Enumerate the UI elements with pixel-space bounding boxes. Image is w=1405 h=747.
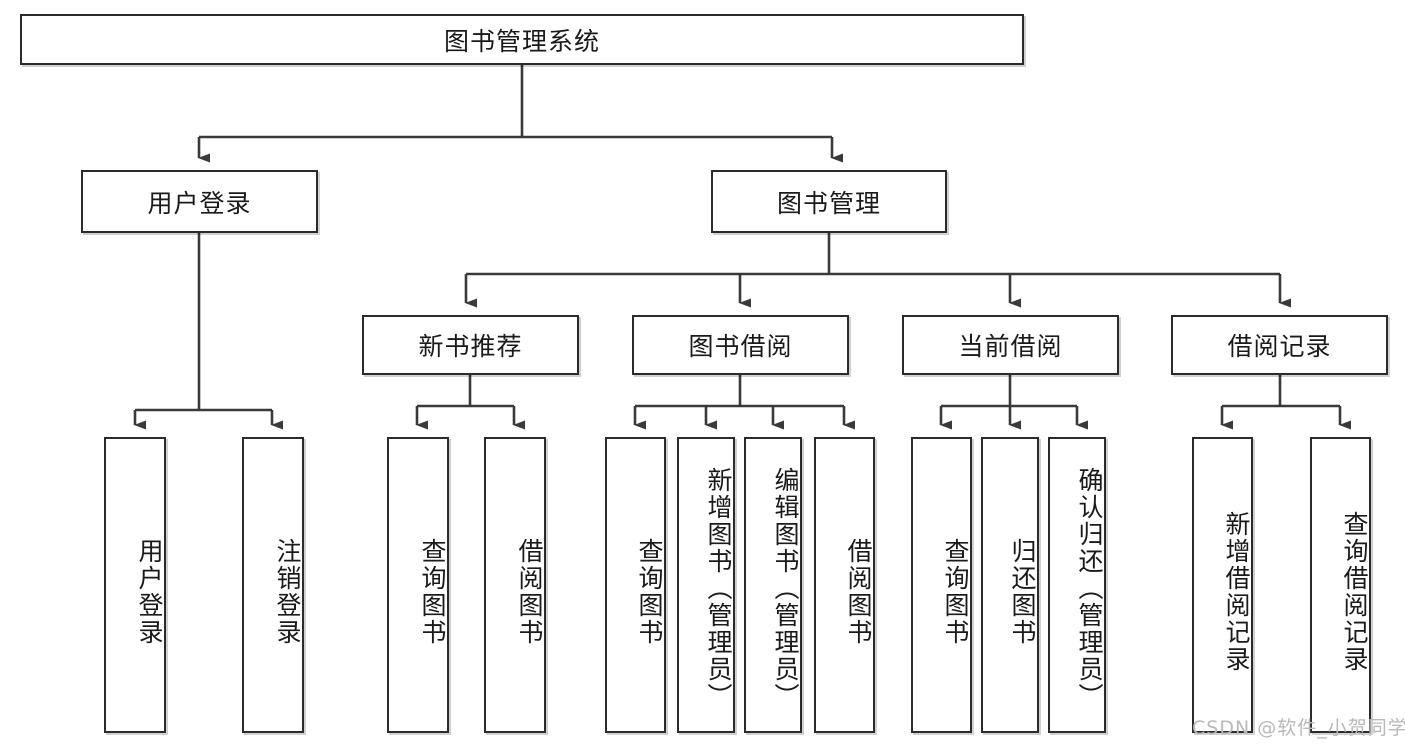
node-label: 新增图书（管理员） [704,466,733,710]
node-label: 新增借阅记录 [1222,511,1251,673]
leaf-current-borrow-return-book[interactable]: 归还图书 [981,437,1039,733]
leaf-borrow-record-query-record[interactable]: 查询借阅记录 [1310,437,1371,733]
node-new-book-recommend[interactable]: 新书推荐 [362,315,579,375]
node-label: 用户登录 [135,538,164,646]
node-label: 注销登录 [273,538,302,646]
node-label: 借阅图书 [515,538,544,646]
leaf-book-borrow-add-book-admin[interactable]: 新增图书（管理员） [677,437,735,733]
node-label: 确认归还（管理员） [1075,466,1104,710]
node-label: 图书管理系统 [443,26,600,56]
node-label: 查询图书 [418,538,447,646]
node-label: 图书借阅 [688,332,793,361]
node-label: 借阅记录 [1227,332,1332,361]
node-label: 借阅图书 [844,538,873,646]
node-label: 查询图书 [941,538,970,646]
node-label: 用户登录 [147,188,252,218]
leaf-user-login-logout[interactable]: 注销登录 [242,437,304,733]
leaf-book-borrow-query-book[interactable]: 查询图书 [605,437,666,733]
node-label: 归还图书 [1008,538,1037,646]
leaf-book-borrow-edit-book-admin[interactable]: 编辑图书（管理员） [744,437,802,733]
leaf-new-book-borrow-book[interactable]: 借阅图书 [484,437,546,733]
leaf-current-borrow-confirm-return-admin[interactable]: 确认归还（管理员） [1048,437,1106,733]
node-label: 编辑图书（管理员） [771,466,800,710]
node-label: 查询借阅记录 [1340,511,1369,673]
node-current-borrow[interactable]: 当前借阅 [902,315,1119,375]
node-label: 查询图书 [635,538,664,646]
node-user-login[interactable]: 用户登录 [81,170,318,233]
leaf-book-borrow-borrow-book[interactable]: 借阅图书 [814,437,875,733]
node-label: 图书管理 [776,188,881,218]
node-book-management[interactable]: 图书管理 [711,170,947,233]
node-book-borrow[interactable]: 图书借阅 [632,315,849,375]
leaf-new-book-query-book[interactable]: 查询图书 [387,437,449,733]
leaf-current-borrow-query-book[interactable]: 查询图书 [911,437,972,733]
csdn-watermark: CSDN @软件_小贺同学 [1192,717,1405,739]
leaf-user-login-login[interactable]: 用户登录 [104,437,166,733]
node-label: 当前借阅 [958,332,1063,361]
node-root-book-management-system[interactable]: 图书管理系统 [20,14,1024,65]
leaf-borrow-record-add-record[interactable]: 新增借阅记录 [1192,437,1253,733]
node-borrow-record[interactable]: 借阅记录 [1171,315,1388,375]
node-label: 新书推荐 [418,332,523,361]
